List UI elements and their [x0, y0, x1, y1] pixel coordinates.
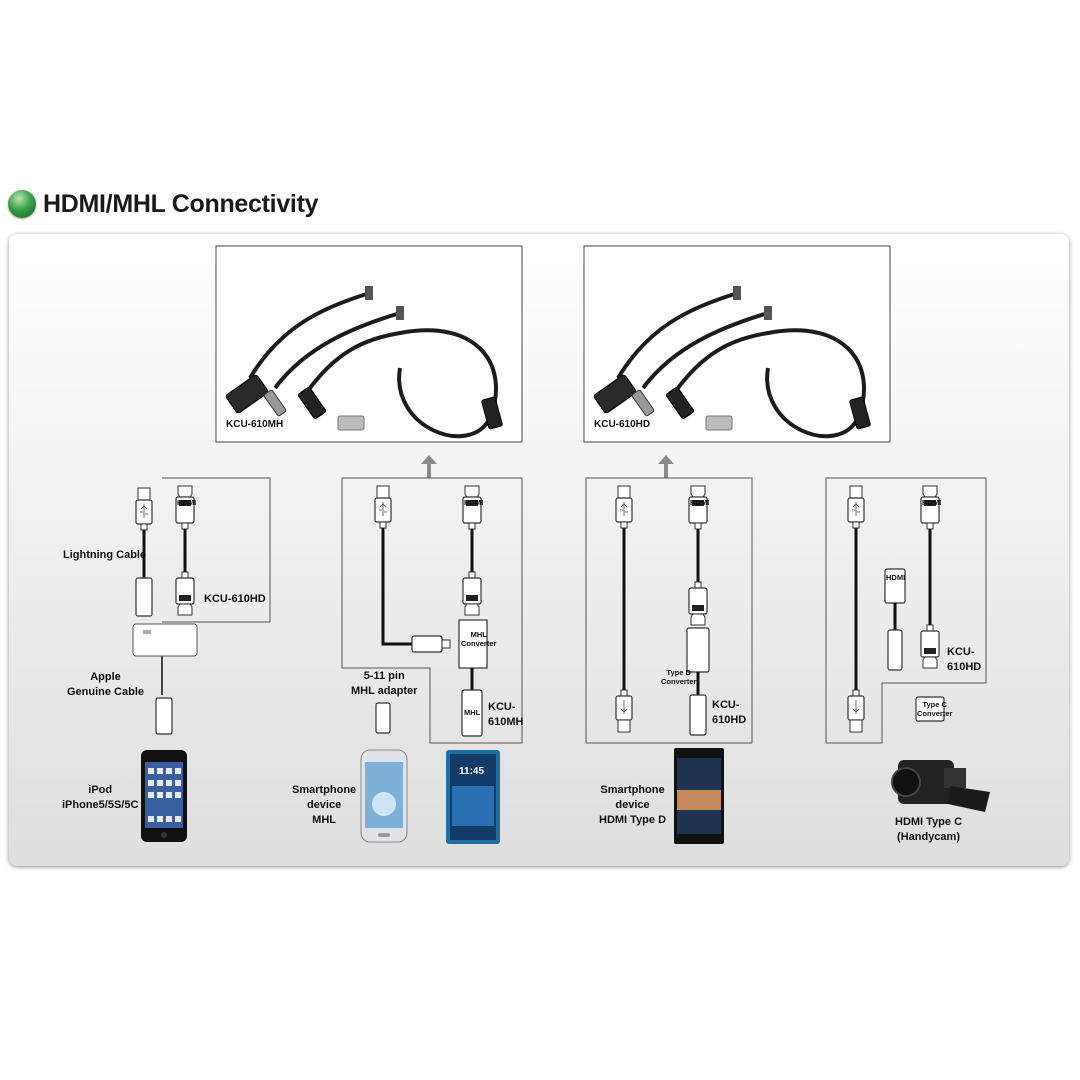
- typec-hdmi-small-label: HDMI: [886, 573, 906, 582]
- mhl-adapter-label: 5-11 pin MHL adapter: [351, 670, 418, 697]
- typed-converter-label: Type D Converter: [661, 668, 697, 686]
- mhl-converter-label: MHL Converter: [461, 630, 497, 648]
- handycam-image: [891, 760, 990, 812]
- apple-hdmi-plug-label: HDMI: [177, 498, 197, 507]
- mhl-phone-image: [446, 750, 500, 844]
- arrow-up-icon: [421, 455, 674, 478]
- smartphone-typed-label: Smartphone device HDMI Type D: [599, 784, 667, 826]
- typec-converter-label: Type C Converter: [917, 700, 953, 718]
- apple-connection-group: [132, 477, 271, 842]
- mhl-plug-label: MHL: [464, 708, 481, 717]
- apple-product-label: KCU-610HD: [204, 593, 266, 605]
- page-title: HDMI/MHL Connectivity: [43, 189, 319, 218]
- mhl-product-label: KCU- 610MH: [488, 701, 524, 728]
- mhl-phone-clock: 11:45: [459, 766, 485, 777]
- smartphone-mhl-label: Smartphone device MHL: [292, 784, 357, 826]
- green-bullet-icon: [8, 190, 36, 218]
- typec-hdmi-plug-label: HDMI: [922, 498, 942, 507]
- mhl-hdmi-plug-label: HDMI: [464, 498, 484, 507]
- product-label-kcu-610mh: KCU-610MH: [226, 419, 284, 430]
- apple-genuine-cable-label: Apple Genuine Cable: [67, 671, 145, 698]
- iphone-device-image: [141, 750, 187, 842]
- typed-hdmi-plug-label: HDMI: [690, 498, 710, 507]
- typed-product-label: KCU- 610HD: [712, 699, 747, 726]
- typed-connection-group: [585, 477, 753, 844]
- xperia-phone-image: [674, 748, 724, 844]
- product-label-kcu-610hd: KCU-610HD: [594, 419, 651, 430]
- handycam-label: HDMI Type C (Handycam): [895, 816, 963, 843]
- product-box-kcu-610hd: [583, 245, 891, 443]
- ipod-iphone-label: iPod iPhone5/5S/5C: [62, 784, 139, 811]
- lightning-cable-label: Lightning Cable: [63, 549, 147, 561]
- typec-product-label: KCU- 610HD: [947, 646, 982, 673]
- typec-connection-group: [825, 477, 990, 812]
- section-header: HDMI/MHL Connectivity: [8, 188, 319, 220]
- mhl-connection-group: [341, 477, 523, 844]
- product-box-kcu-610mh: [215, 245, 523, 443]
- galaxy-phone-image: [360, 749, 408, 843]
